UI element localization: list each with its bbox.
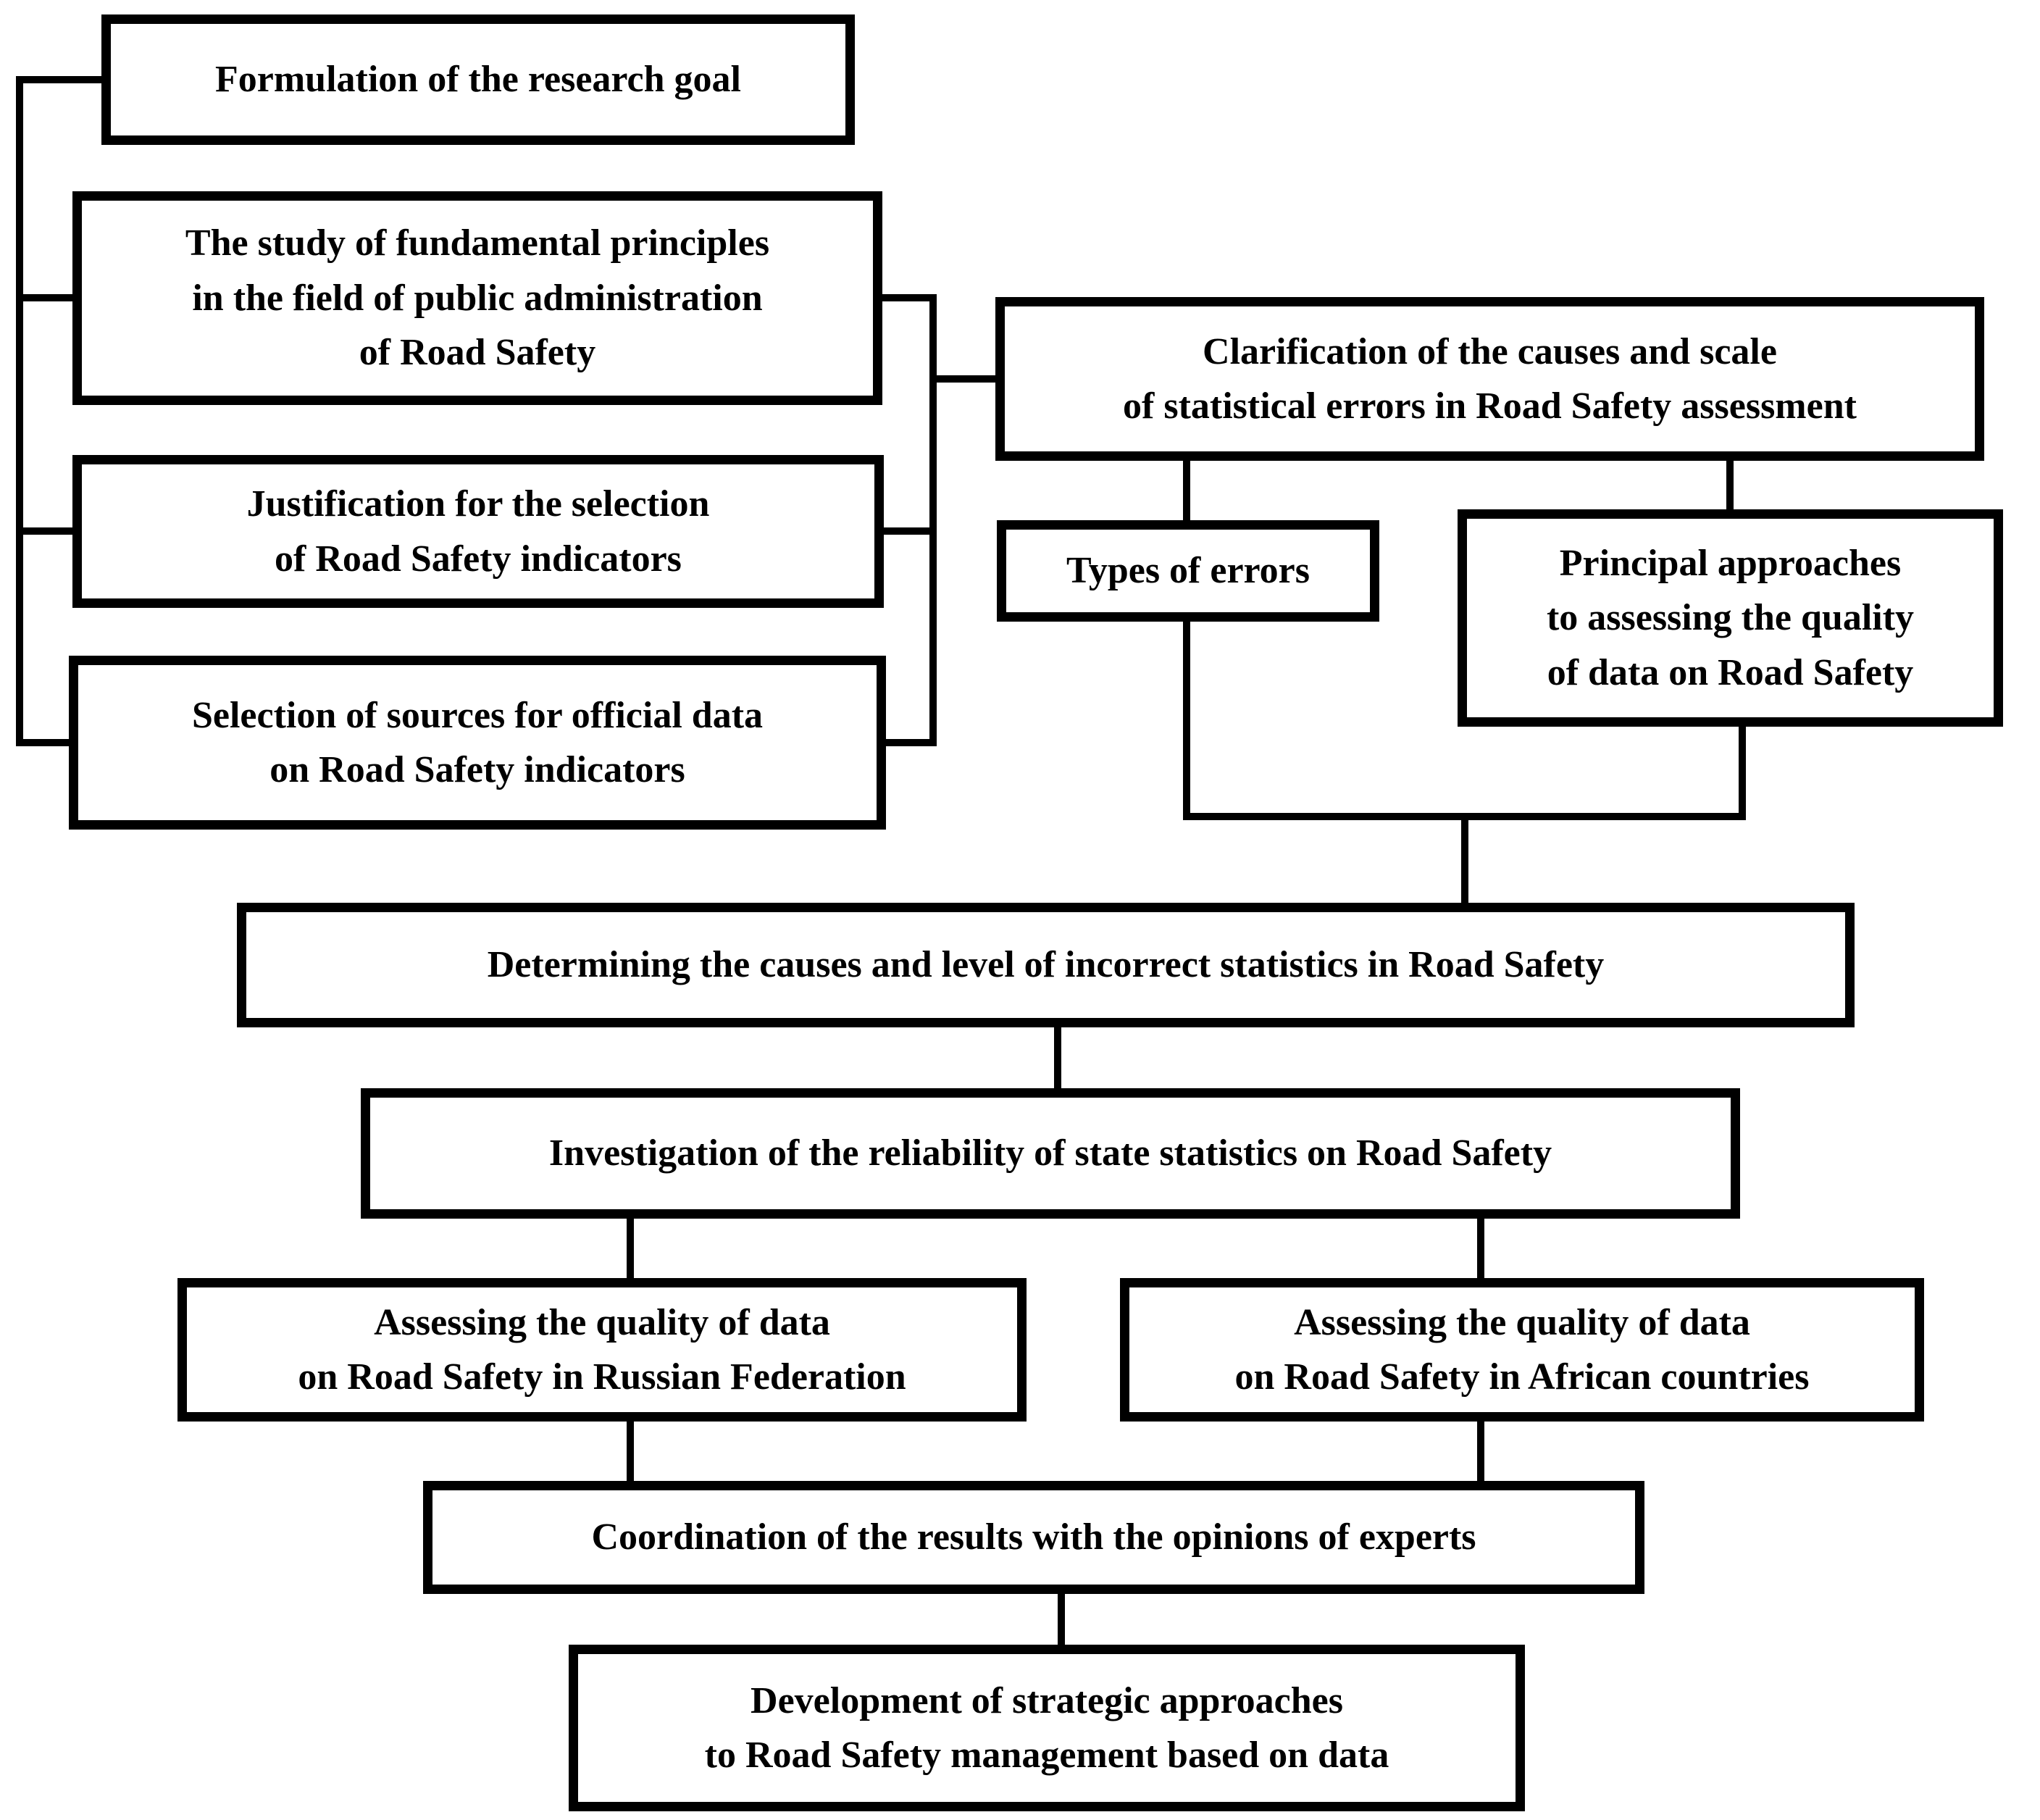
connector-stub-formulation [23, 76, 101, 83]
flow-box-study: The study of fundamental principles in t… [72, 191, 882, 405]
connector-left-rail [16, 76, 23, 746]
connector-clarification-to-types [1183, 461, 1190, 520]
flow-box-formulation-label: Formulation of the research goal [215, 59, 741, 101]
flow-box-assessing-russia: Assessing the quality of data on Road Sa… [177, 1278, 1027, 1422]
flow-box-assessing-africa-label: Assessing the quality of data on Road Sa… [1234, 1301, 1810, 1398]
connector-coordination-to-development [1058, 1594, 1065, 1645]
connector-russia-to-coordination [627, 1422, 634, 1481]
flow-box-selection-label: Selection of sources for official data o… [191, 694, 764, 790]
connector-principal-to-bus [1739, 727, 1746, 820]
flow-box-coordination: Coordination of the results with the opi… [423, 1481, 1644, 1594]
connector-clarification-to-principal [1726, 461, 1734, 509]
flow-box-clarification-label: Clarification of the causes and scale of… [1123, 330, 1857, 427]
flow-box-investigation: Investigation of the reliability of stat… [361, 1088, 1740, 1219]
flow-box-formulation: Formulation of the research goal [101, 14, 855, 145]
connector-stub-study-right [882, 294, 929, 301]
flow-box-types-of-errors-label: Types of errors [1066, 550, 1310, 592]
connector-determining-to-investigation [1054, 1027, 1061, 1088]
flow-box-assessing-russia-label: Assessing the quality of data on Road Sa… [298, 1301, 906, 1398]
flow-box-assessing-africa: Assessing the quality of data on Road Sa… [1120, 1278, 1924, 1422]
flow-box-justification-label: Justification for the selection of Road … [246, 483, 710, 580]
connector-stub-justification-right [884, 527, 929, 535]
flow-box-development-label: Development of strategic approaches to R… [704, 1679, 1389, 1776]
connector-right-bracket [929, 294, 937, 746]
flow-box-determining: Determining the causes and level of inco… [237, 903, 1855, 1027]
flow-box-determining-label: Determining the causes and level of inco… [487, 944, 1605, 986]
connector-bus-to-determining [1461, 813, 1468, 903]
flow-box-coordination-label: Coordination of the results with the opi… [591, 1516, 1476, 1558]
flow-box-clarification: Clarification of the causes and scale of… [995, 297, 1984, 461]
connector-investigation-to-russia [627, 1219, 634, 1278]
connector-stub-justification-left [23, 527, 72, 535]
connector-investigation-to-africa [1477, 1219, 1484, 1278]
flow-box-principal-approaches: Principal approaches to assessing the qu… [1458, 509, 2003, 727]
connector-africa-to-coordination [1477, 1422, 1484, 1481]
flow-box-principal-approaches-label: Principal approaches to assessing the qu… [1546, 542, 1915, 693]
flow-box-types-of-errors: Types of errors [997, 520, 1379, 622]
connector-types-to-bus [1183, 622, 1190, 820]
flow-box-investigation-label: Investigation of the reliability of stat… [548, 1132, 1552, 1174]
flow-box-study-label: The study of fundamental principles in t… [185, 222, 770, 374]
connector-bracket-to-clarification [937, 375, 995, 383]
flow-box-justification: Justification for the selection of Road … [72, 455, 884, 608]
flow-box-development: Development of strategic approaches to R… [569, 1645, 1525, 1811]
flow-box-selection: Selection of sources for official data o… [69, 656, 886, 830]
connector-stub-selection-right [886, 739, 929, 746]
connector-stub-study-left [23, 294, 72, 301]
connector-stub-selection-left [23, 739, 69, 746]
